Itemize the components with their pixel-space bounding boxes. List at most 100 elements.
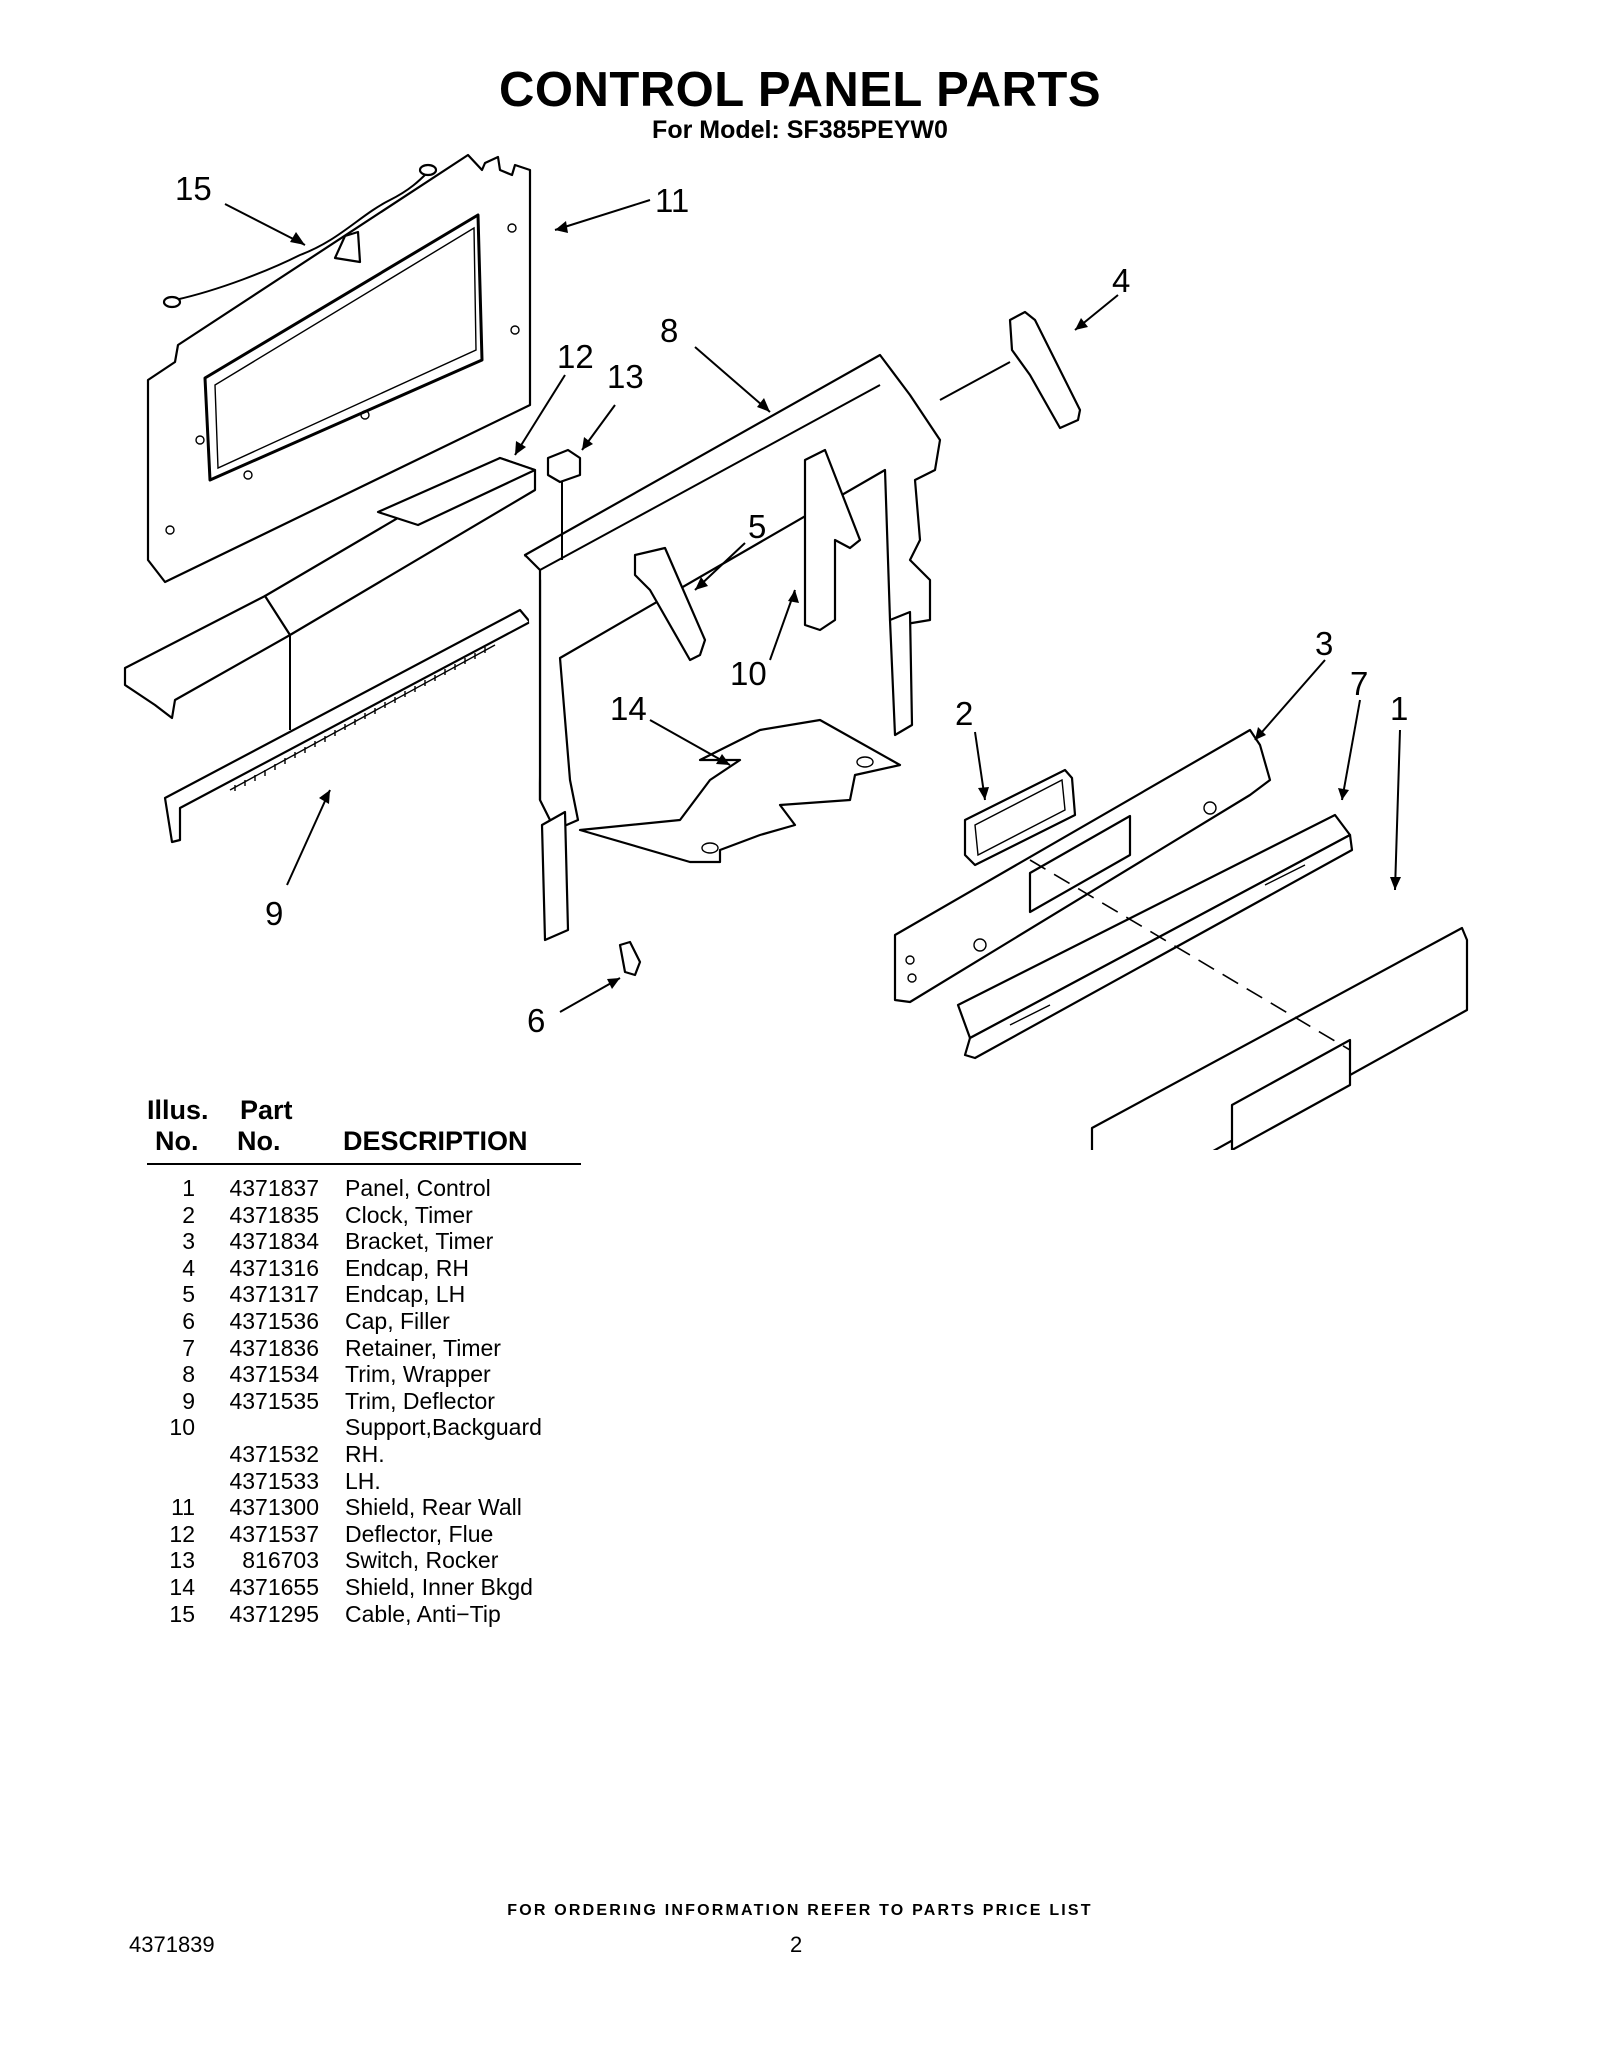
cell-illus-no: 3 <box>182 1228 195 1255</box>
cell-description: Trim, Wrapper <box>345 1361 491 1388</box>
parts-table-body: 1 4371837 Panel, Control 2 4371835 Clock, Tim… <box>147 1175 581 1627</box>
cell-description: Trim, Deflector <box>345 1387 495 1414</box>
part-11-rear-wall-shield <box>146 153 532 584</box>
document-number: 4371839 <box>129 1932 215 1957</box>
callout-3: 3 <box>1315 625 1333 662</box>
header-description: DESCRIPTION <box>343 1126 528 1156</box>
cell-description: Switch, Rocker <box>345 1547 499 1574</box>
cell-part-no: 4371295 <box>229 1600 319 1627</box>
cell-description: Cable, Anti−Tip <box>345 1600 501 1627</box>
part-9-trim-deflector <box>163 608 532 844</box>
part-4-rh-endcap <box>939 310 1082 430</box>
cell-description: Panel, Control <box>345 1175 491 1201</box>
header-illus-line2: No. <box>155 1126 199 1156</box>
callout-10: 10 <box>730 655 767 692</box>
cell-part-no: 4371655 <box>229 1573 319 1600</box>
table-row: 4371533 LH. <box>147 1468 581 1495</box>
cell-part-no: 4371535 <box>229 1387 319 1414</box>
cell-part-no: 4371837 <box>229 1175 319 1201</box>
part-10-backguard-support <box>803 448 862 632</box>
cell-illus-no: 14 <box>169 1573 195 1600</box>
ordering-note: FOR ORDERING INFORMATION REFER TO PARTS … <box>507 1902 1093 1919</box>
cell-description: Endcap, LH <box>345 1281 466 1308</box>
callout-6: 6 <box>527 1002 545 1039</box>
table-row: 12 4371537 Deflector, Flue <box>147 1521 581 1548</box>
callout-15: 15 <box>175 170 212 207</box>
cell-illus-no: 11 <box>171 1494 195 1521</box>
part-3-timer-bracket <box>893 728 1272 1004</box>
table-row: 2 4371835 Clock, Timer <box>147 1202 581 1229</box>
cell-illus-no: 2 <box>182 1201 195 1228</box>
cell-illus-no: 15 <box>169 1600 195 1627</box>
cell-description: Endcap, RH <box>345 1254 470 1281</box>
page-title: CONTROL PANEL PARTS <box>498 63 1102 117</box>
cell-part-no: 4371317 <box>229 1281 319 1308</box>
cell-description: Clock, Timer <box>345 1201 473 1228</box>
cell-illus-no: 5 <box>182 1281 195 1308</box>
cell-description: RH. <box>345 1440 385 1467</box>
header-part-line2: No. <box>237 1126 281 1156</box>
callout-9: 9 <box>265 895 283 932</box>
part-8-trim-wrapper <box>523 353 942 942</box>
cell-description: Shield, Rear Wall <box>345 1494 522 1521</box>
assembly-guide-line <box>1029 859 1351 1051</box>
cell-part-no: 4371537 <box>229 1520 319 1547</box>
cell-illus-no: 12 <box>169 1520 195 1547</box>
cell-part-no: 4371536 <box>229 1307 319 1334</box>
cell-description: Bracket, Timer <box>345 1228 494 1255</box>
table-row: 15 4371295 Cable, Anti−Tip <box>147 1601 581 1628</box>
part-6-filler-cap <box>618 940 642 977</box>
exploded-parts-diagram: 15 11 4 8 12 13 5 10 3 7 1 2 14 9 6 <box>123 153 1469 1150</box>
header-part-line1: Part <box>240 1095 293 1125</box>
cell-illus-no: 8 <box>182 1361 195 1388</box>
cell-illus-no: 13 <box>169 1547 195 1574</box>
cell-illus-no: 7 <box>182 1334 195 1361</box>
table-row: 9 4371535 Trim, Deflector <box>147 1388 581 1415</box>
cell-illus-no: 9 <box>182 1387 195 1414</box>
part-5-lh-endcap <box>633 546 707 662</box>
table-row: 11 4371300 Shield, Rear Wall <box>147 1494 581 1521</box>
cell-description: Support,Backguard <box>345 1414 542 1441</box>
leader-lines <box>224 199 1401 1013</box>
parts-table: Illus. No. Part No. DESCRIPTION 1 4371837… <box>147 1095 581 1627</box>
cell-description: Deflector, Flue <box>345 1520 494 1547</box>
header-illus-line1: Illus. <box>147 1095 209 1125</box>
cell-illus-no: 4 <box>182 1254 195 1281</box>
table-row: 1 4371837 Panel, Control <box>147 1175 581 1202</box>
callout-2: 2 <box>955 695 973 732</box>
cell-illus-no: 10 <box>169 1414 195 1441</box>
parts-table-header: Illus. No. Part No. DESCRIPTION <box>147 1095 581 1165</box>
callout-8: 8 <box>660 312 678 349</box>
cell-part-no: 4371532 <box>229 1440 319 1467</box>
callout-7: 7 <box>1350 665 1368 702</box>
cell-part-no: 4371835 <box>229 1201 319 1228</box>
table-row: 3 4371834 Bracket, Timer <box>147 1228 581 1255</box>
model-subtitle: For Model: SF385PEYW0 <box>652 116 948 144</box>
cell-part-no: 4371533 <box>229 1467 319 1494</box>
cell-part-no: 4371834 <box>229 1228 319 1255</box>
part-1-control-panel <box>1090 926 1469 1150</box>
callout-5: 5 <box>748 508 766 545</box>
part-14-inner-shield <box>578 718 902 864</box>
part-13-rocker-switch <box>546 448 582 560</box>
table-row: 4371532 RH. <box>147 1441 581 1468</box>
cell-part-no: 816703 <box>242 1547 319 1574</box>
page-number: 2 <box>790 1932 803 1957</box>
part-7-timer-retainer <box>956 813 1354 1060</box>
table-row: 5 4371317 Endcap, LH <box>147 1281 581 1308</box>
callout-12: 12 <box>557 338 594 375</box>
part-2-clock-timer <box>963 768 1077 867</box>
cell-description: LH. <box>345 1467 381 1494</box>
table-row: 10 Support,Backguard <box>147 1414 581 1441</box>
cell-description: Shield, Inner Bkgd <box>345 1573 533 1600</box>
leader-arrowheads <box>290 221 1401 989</box>
part-12-flue-deflector <box>123 456 537 730</box>
cell-part-no: 4371300 <box>229 1494 319 1521</box>
callout-1: 1 <box>1390 690 1408 727</box>
cell-part-no: 4371836 <box>229 1334 319 1361</box>
cell-illus-no: 1 <box>182 1175 195 1201</box>
